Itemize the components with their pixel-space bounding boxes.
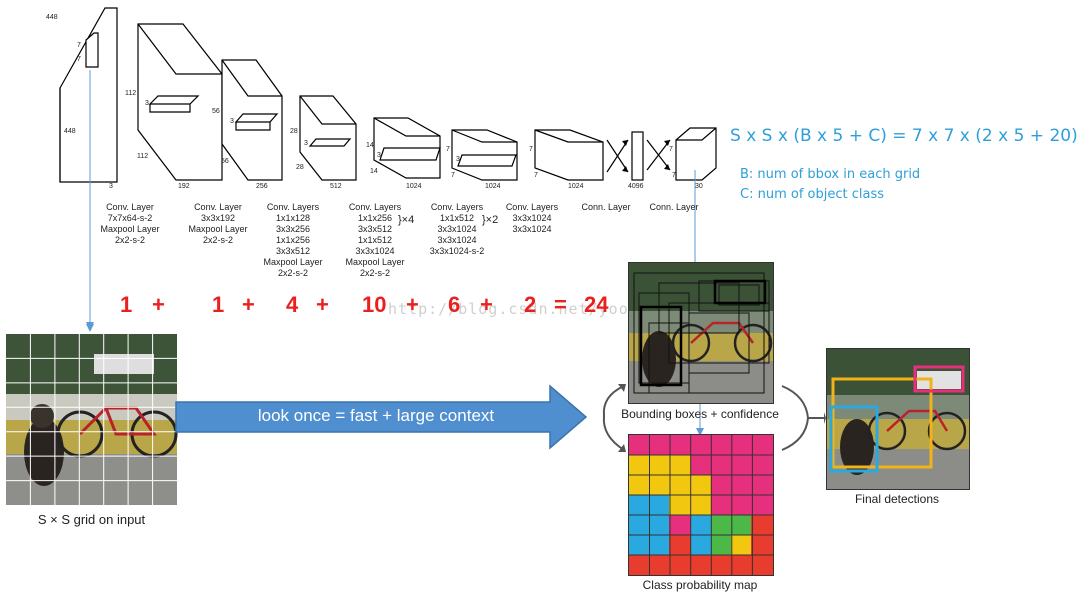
count-plus-4: + [406,292,419,317]
block1-depth: 192 [178,183,190,190]
split-arrows [602,384,626,452]
repeat-x4: }×4 [398,214,415,226]
output-dim: 7 [669,146,673,153]
count-plus-2: + [242,292,255,317]
block4-dim: 14 [366,142,374,149]
bounding-boxes-image [628,262,774,404]
input-dim-a: 448 [46,14,58,21]
layer-label-2: Conv. Layer 3x3x192 Maxpool Layer 2x2-s-… [188,202,248,245]
repeat-x2: }×2 [482,214,499,226]
count-5: 6 [448,292,461,317]
input-grid-image [6,334,178,505]
input-depth: 3 [109,183,113,190]
block6-depth: 1024 [568,183,584,190]
layer-label-1: Conv. Layer 7x7x64-s-2 Maxpool Layer 2x2… [100,202,160,245]
count-equals: = [554,292,567,317]
block6-dim2: 7 [534,172,538,179]
output-dim2: 7 [672,172,676,179]
block2-dim2: 56 [221,158,229,165]
block3-dim2: 28 [296,164,304,171]
output-depth: 30 [695,183,703,190]
block4-dim2: 14 [370,168,378,175]
block1-dim2: 112 [137,153,149,160]
grid-caption: S × S grid on input [37,512,146,527]
network-architecture-diagram [59,7,717,430]
count-4: 10 [362,292,387,317]
formula-note-c: C: num of object class [740,187,884,202]
watermark-text: http://blog.csdn.net/yooyo [388,300,649,318]
block5-kernel: 3 [456,156,460,163]
layer-label-8: Conn. Layer [649,202,699,212]
layer-label-7: Conn. Layer [581,202,631,212]
block3-dim: 28 [290,128,298,135]
count-plus-1: + [152,292,165,317]
block4-depth: 1024 [406,183,422,190]
class-caption: Class probability map [642,578,758,592]
arrow-caption: look once = fast + large context [257,406,495,425]
final-caption: Final detections [854,492,940,506]
count-1: 1 [120,292,133,317]
layer-label-3: Conv. Layers 1x1x128 3x3x256 1x1x256 3x3… [263,202,323,278]
block5-dim2: 7 [451,172,455,179]
look-once-arrow [175,384,588,450]
block2-dim: 56 [212,108,220,115]
formula-note-b: B: num of bbox in each grid [740,167,921,182]
layer-label-6: Conv. Layers 3x3x1024 3x3x1024 [505,202,559,234]
final-detections-image [826,348,970,490]
count-2: 1 [212,292,225,317]
count-plus-5: + [480,292,493,317]
count-total: 24 [584,292,609,317]
block4-kernel: 3 [377,152,381,159]
block1-kernel: 3 [145,100,149,107]
class-probability-map [628,434,774,576]
block3-kernel: 3 [304,140,308,147]
output-tensor-formula: S x S x (B x 5 + C) = 7 x 7 x (2 x 5 + 2… [730,126,1078,146]
block5-dim: 7 [446,146,450,153]
block1-dim: 112 [125,90,137,97]
layer-label-5: Conv. Layers 1x1x512 3x3x1024 3x3x1024 3… [429,202,485,256]
block5-depth: 1024 [485,183,501,190]
layer-label-4: Conv. Layers 1x1x256 3x3x512 1x1x512 3x3… [345,202,405,278]
bbox-caption: Bounding boxes + confidence [621,407,779,421]
block3-depth: 512 [330,183,342,190]
input-dim-b: 448 [64,128,76,135]
count-plus-3: + [316,292,329,317]
merge-arrows [781,385,826,451]
block6-dim: 7 [529,146,533,153]
input-kernel-b: 7 [77,56,81,63]
block2-depth: 256 [256,183,268,190]
block2-kernel: 3 [230,118,234,125]
input-kernel-a: 7 [77,42,81,49]
dog-bike-scene [6,334,178,505]
fc1-depth: 4096 [628,183,644,190]
count-6: 2 [524,292,537,317]
count-3: 4 [286,292,299,317]
